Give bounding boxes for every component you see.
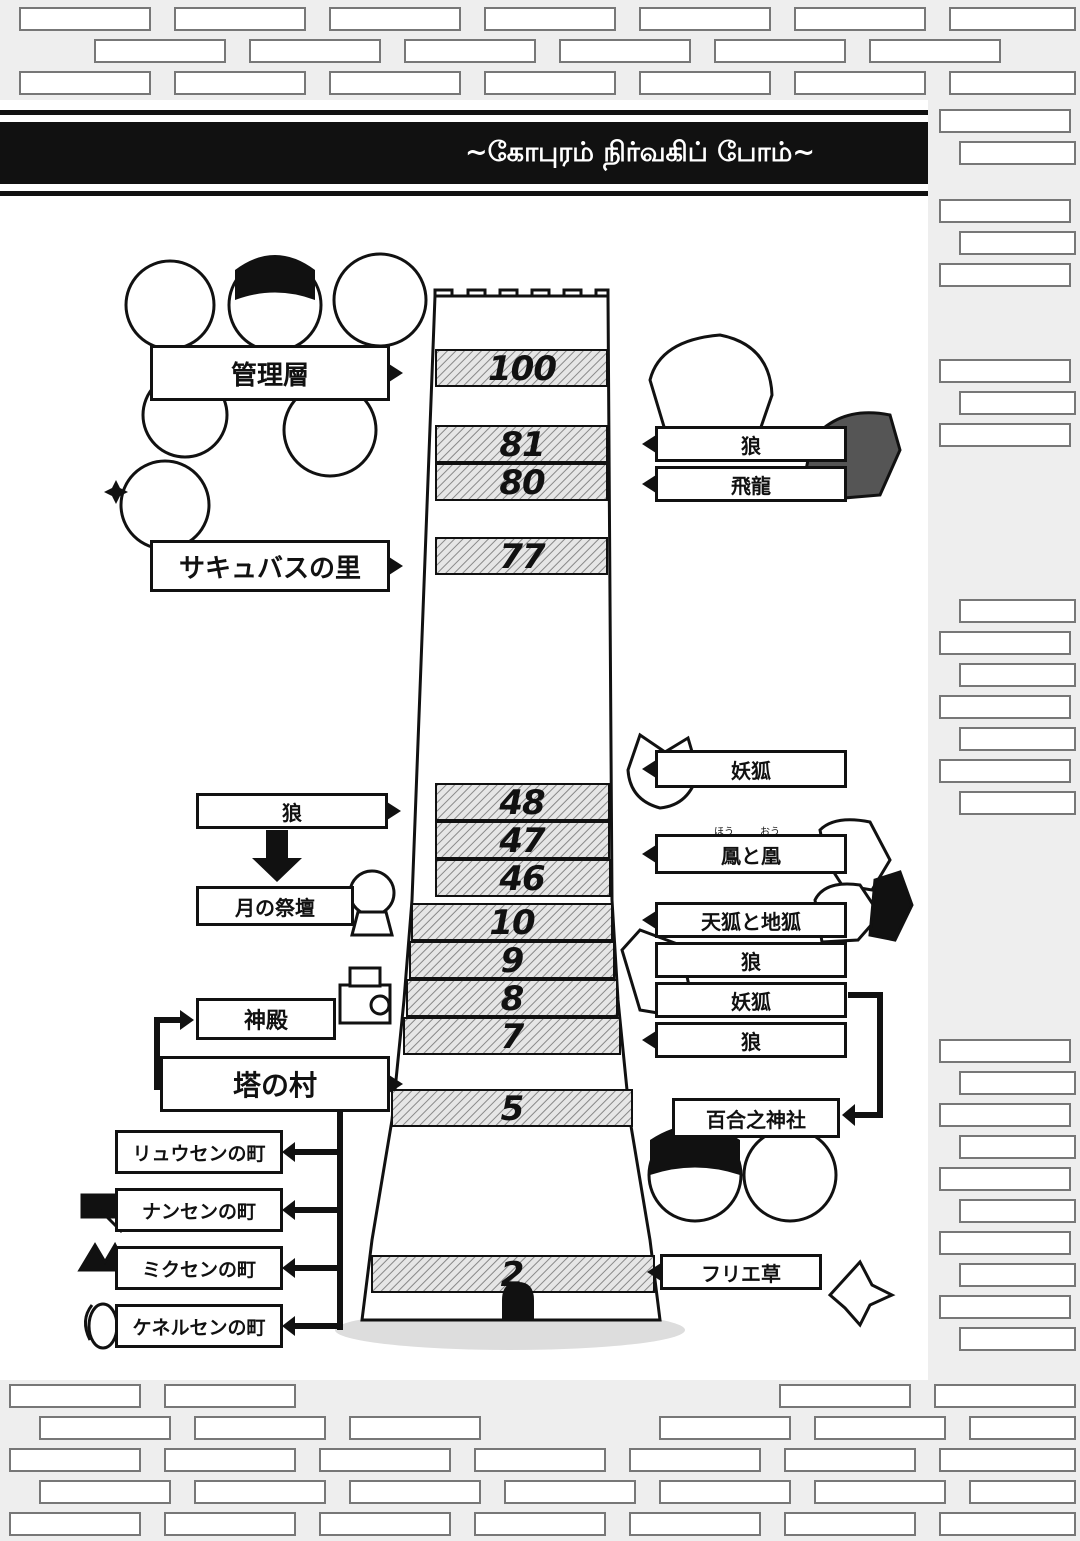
floor-label-77: 77 xyxy=(499,537,545,577)
floor-band-5 xyxy=(391,1089,633,1127)
fox-head-icon xyxy=(868,870,914,942)
floor-label-80: 80 xyxy=(499,463,545,503)
floor-band-10 xyxy=(411,903,613,941)
label-youko-8: 妖狐 xyxy=(655,982,847,1018)
phoenix-text: 鳳と凰 xyxy=(721,843,781,868)
title-rule-top xyxy=(0,110,928,115)
floor-label-100: 100 xyxy=(488,349,557,389)
floor-label-2: 2 xyxy=(500,1255,525,1295)
character-face-icon xyxy=(119,459,211,551)
label-tower-village: 塔の村 xyxy=(160,1056,403,1112)
floor-band-48 xyxy=(435,783,610,821)
crystal-ball-icon xyxy=(348,869,396,937)
floor-band-7 xyxy=(403,1017,621,1055)
character-face-icon xyxy=(742,1127,838,1223)
sparkle-icon xyxy=(104,480,128,504)
floor-band-81 xyxy=(435,425,608,463)
floor-band-9 xyxy=(409,941,615,979)
floor-label-46: 46 xyxy=(499,859,545,899)
page-title: ~கோபுரம் நிர்வகிப் போம்~ xyxy=(465,137,815,168)
floor-label-5: 5 xyxy=(500,1089,525,1129)
floor-band-46 xyxy=(435,859,611,897)
label-management: 管理層 xyxy=(150,345,403,401)
label-succubus-village: サキュバスの里 xyxy=(150,540,403,592)
floor-label-9: 9 xyxy=(500,941,525,981)
floor-band-8 xyxy=(406,979,618,1017)
character-face-icon xyxy=(332,252,428,348)
floor-label-81: 81 xyxy=(499,425,545,465)
label-kenerusen-town: ケネルセンの町 xyxy=(115,1304,283,1348)
label-nansen-town: ナンセンの町 xyxy=(115,1188,283,1232)
arrow-to-nansen xyxy=(282,1200,295,1220)
label-yuri-shrine: 百合之神社 xyxy=(672,1098,840,1138)
label-furie-grass-2: フリエ草 xyxy=(647,1254,822,1290)
label-wolf-9: 狼 xyxy=(655,942,847,978)
label-phoenix-46: ほう おう 鳳と凰 xyxy=(642,827,847,874)
label-wolf-7: 狼 xyxy=(642,1022,847,1058)
label-tenko-chiko-10: 天狐と地狐 xyxy=(642,902,847,938)
label-temple: 神殿 xyxy=(196,998,336,1040)
arrow-to-kenerusen xyxy=(282,1316,295,1336)
floor-band-80 xyxy=(435,463,608,501)
label-ryuusen-town: リュウセンの町 xyxy=(115,1130,283,1174)
character-face-icon xyxy=(124,259,216,351)
shrine-icon xyxy=(338,966,392,1025)
floor-label-47: 47 xyxy=(499,821,545,861)
flower-icon xyxy=(827,1259,896,1328)
corn-icon xyxy=(84,1302,119,1350)
label-youko-48: 妖狐 xyxy=(642,750,847,788)
label-moon-altar: 月の祭壇 xyxy=(196,886,354,926)
floor-band-47 xyxy=(435,821,610,859)
floor-band-77 xyxy=(435,537,608,575)
floor-band-100 xyxy=(435,349,608,387)
down-arrow-icon xyxy=(252,830,302,882)
arrow-to-ryuusen xyxy=(282,1142,295,1162)
tower-door xyxy=(502,1282,534,1320)
floor-label-8: 8 xyxy=(500,979,525,1019)
phoenix-ruby-2: おう xyxy=(760,827,780,838)
arrow-to-mikusen xyxy=(282,1258,295,1278)
arrow-to-shrine xyxy=(842,1104,855,1126)
title-rule-bottom xyxy=(0,191,928,196)
arrow-to-temple xyxy=(180,1010,194,1030)
left-bracket-temple xyxy=(154,1017,180,1090)
floor-label-10: 10 xyxy=(489,903,535,943)
label-mikusen-town: ミクセンの町 xyxy=(115,1246,283,1290)
right-bracket-shrine xyxy=(848,992,883,1118)
floor-label-7: 7 xyxy=(500,1017,525,1057)
label-wolf-left: 狼 xyxy=(196,793,401,829)
label-wyvern-80: 飛龍 xyxy=(642,466,847,502)
floor-label-48: 48 xyxy=(499,783,545,823)
phoenix-ruby-1: ほう xyxy=(714,827,734,838)
wolf-head-icon xyxy=(648,333,774,447)
title-band xyxy=(0,122,928,184)
label-wolf-81: 狼 xyxy=(642,426,847,462)
